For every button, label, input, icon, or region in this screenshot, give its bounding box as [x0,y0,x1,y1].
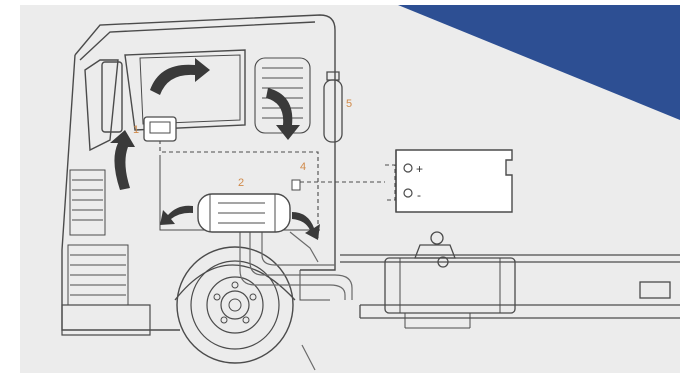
callout-exhaust: 5 [346,98,352,110]
control-panel-icon [144,117,176,141]
battery-positive-label: + [416,162,423,176]
battery-negative-label: - [417,188,421,202]
callout-display: 1 [133,124,139,136]
battery-icon: + - [396,150,512,212]
callout-heater: 2 [238,177,244,189]
callout-fuel-connector: 4 [300,161,306,173]
